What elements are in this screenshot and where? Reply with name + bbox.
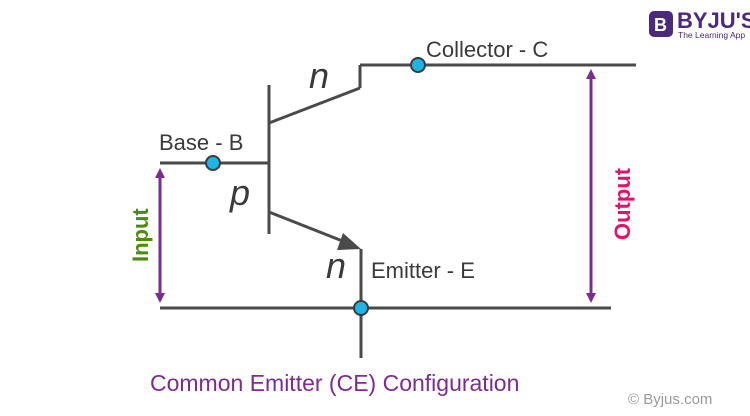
diagram-caption: Common Emitter (CE) Configuration — [150, 370, 519, 396]
p-type-base-label: p — [229, 172, 250, 213]
brand-tagline: The Learning App — [678, 30, 745, 40]
logo-letter: B — [654, 15, 667, 35]
byjus-logo: B BYJU'S The Learning App — [649, 8, 750, 40]
n-type-emitter-label: n — [326, 245, 346, 286]
emitter-diagonal — [268, 210, 346, 244]
nodes — [205, 57, 426, 316]
collector-label: Collector - C — [426, 37, 548, 62]
n-type-collector-label: n — [309, 55, 329, 96]
collector-node — [410, 57, 426, 73]
brand-name: BYJU'S — [677, 8, 750, 33]
base-label: Base - B — [159, 130, 243, 155]
collector-diagonal — [268, 86, 361, 125]
emitter-arrowhead — [337, 233, 361, 250]
input-label: Input — [128, 208, 153, 262]
output-label: Output — [610, 167, 635, 240]
emitter-label: Emitter - E — [371, 258, 475, 283]
copyright-text: © Byjus.com — [628, 391, 712, 408]
byjus-b-logo-icon — [649, 11, 673, 37]
emitter-node — [353, 300, 369, 316]
base-node — [205, 155, 221, 171]
